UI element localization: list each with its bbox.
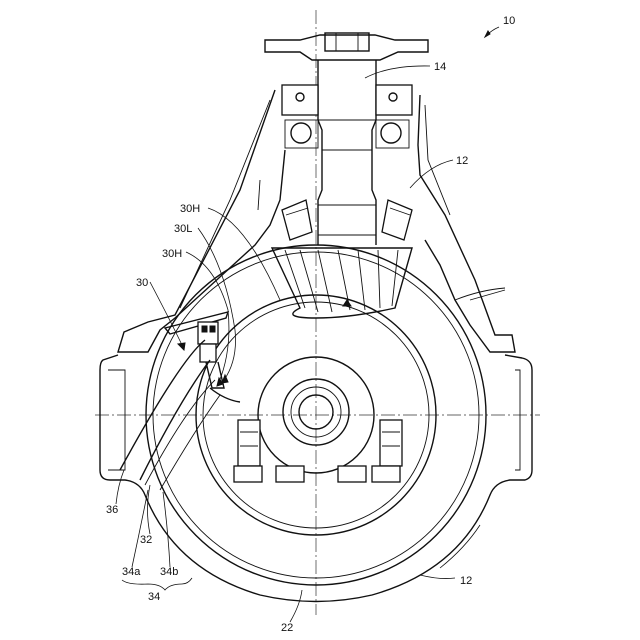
- top-flange: [265, 35, 428, 60]
- label-12-upper: 12: [456, 155, 468, 167]
- pinion-marker: [343, 300, 351, 306]
- lower-tapered-bearing: [282, 200, 412, 240]
- pinion-gear: [272, 248, 412, 318]
- label-14: 14: [434, 61, 446, 73]
- upper-housing-left: [118, 90, 285, 352]
- label-34a: 34a: [122, 566, 141, 578]
- pinion-shaft: [318, 60, 376, 245]
- label-36: 36: [106, 504, 118, 516]
- label-12-lower: 12: [460, 575, 472, 587]
- label-34b: 34b: [160, 566, 178, 578]
- label-10: 10: [503, 15, 515, 27]
- leader-lines: [116, 27, 499, 622]
- label-30H-top: 30H: [180, 203, 200, 215]
- label-30L: 30L: [174, 223, 192, 235]
- upper-housing-right: [418, 95, 515, 352]
- label-30: 30: [136, 277, 148, 289]
- upper-bearing: [282, 85, 412, 148]
- label-30H-lower: 30H: [162, 248, 182, 260]
- label-32: 32: [140, 534, 152, 546]
- label-22: 22: [281, 622, 293, 634]
- label-34: 34: [148, 591, 160, 603]
